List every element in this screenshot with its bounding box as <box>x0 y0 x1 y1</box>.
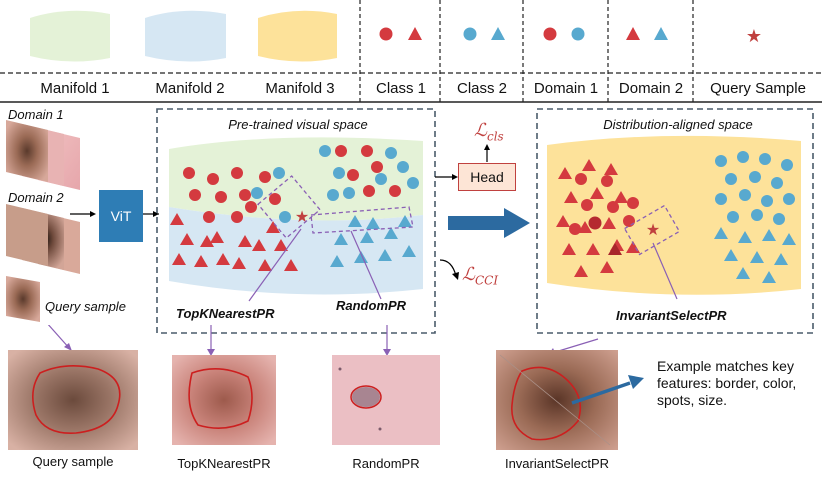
bottom-images <box>8 325 644 450</box>
domain-2-blue-triangle-icon <box>654 27 668 40</box>
middle-query-star-icon: ★ <box>295 207 309 226</box>
class-2-triangle-icon <box>491 27 505 40</box>
domain-1-image-stack <box>6 120 80 190</box>
caption-query: Query sample <box>32 454 114 469</box>
alignment-arrow <box>448 208 530 238</box>
input-images <box>6 120 80 322</box>
bottom-invariant-image <box>496 350 618 450</box>
class-1-circle-icon <box>379 27 393 41</box>
caption-invariant: InvariantSelectPR <box>504 456 610 471</box>
bottom-topk-image <box>172 355 276 445</box>
class-2-circle-icon <box>463 27 477 41</box>
manifold-1-swatch <box>30 10 110 62</box>
manifold-2-swatch <box>145 10 226 62</box>
aligned-query-star-icon: ★ <box>646 220 660 239</box>
topk-label: TopKNearestPR <box>176 306 275 321</box>
aligned-space-panel: ★ <box>536 108 814 334</box>
head-label: Head <box>470 169 504 185</box>
legend-query-sample: Query Sample <box>710 80 806 97</box>
loss-cci: ℒCCI <box>462 264 499 288</box>
class-1-triangle-icon <box>408 27 422 40</box>
middle-red-circles <box>183 145 401 223</box>
domain-1-red-circle-icon <box>543 27 557 41</box>
middle-red-triangles <box>170 213 298 271</box>
aligned-space-title: Distribution-aligned space <box>603 117 753 132</box>
domain-2-red-triangle-icon <box>626 27 640 40</box>
domain-2-image-stack <box>6 204 80 274</box>
caption-topk: TopKNearestPR <box>177 456 271 471</box>
query-thumbnail <box>6 276 40 322</box>
aligned-blue-cluster <box>714 151 796 283</box>
domain-2-label: Domain 2 <box>8 190 64 205</box>
bottom-query-image <box>8 350 138 450</box>
legend-manifold-1: Manifold 1 <box>40 80 110 97</box>
middle-blue-circles <box>251 145 419 223</box>
legend-class-1: Class 1 <box>375 80 427 97</box>
legend-manifold-3: Manifold 3 <box>265 80 335 97</box>
invariant-label: InvariantSelectPR <box>616 308 727 323</box>
manifold-3-swatch <box>258 10 337 62</box>
random-label: RandomPR <box>336 298 407 313</box>
vit-block-area <box>143 211 159 217</box>
legend-domain-2: Domain 2 <box>618 80 684 97</box>
example-note: Example matches key features: border, co… <box>657 358 797 408</box>
domain-1-label: Domain 1 <box>8 107 64 122</box>
arrow-to-vit <box>70 211 96 217</box>
loss-cls: ℒcls <box>474 120 504 144</box>
legend-class-2: Class 2 <box>456 80 508 97</box>
bottom-random-image <box>332 355 440 445</box>
middle-blue-triangles <box>330 215 416 267</box>
pretrained-space-panel: ★ <box>156 108 436 334</box>
head-block: Head <box>458 163 516 191</box>
caption-random: RandomPR <box>352 456 420 471</box>
pretrained-space-title: Pre-trained visual space <box>228 117 368 132</box>
legend-row: ★ <box>0 0 822 103</box>
query-star-icon: ★ <box>746 26 762 47</box>
legend-manifold-2: Manifold 2 <box>155 80 225 97</box>
head-and-losses <box>435 144 490 280</box>
vit-block: ViT <box>99 190 143 242</box>
domain-1-blue-circle-icon <box>571 27 585 41</box>
vit-label: ViT <box>110 208 132 224</box>
legend-domain-1: Domain 1 <box>533 80 599 97</box>
query-sample-label: Query sample <box>45 299 126 314</box>
